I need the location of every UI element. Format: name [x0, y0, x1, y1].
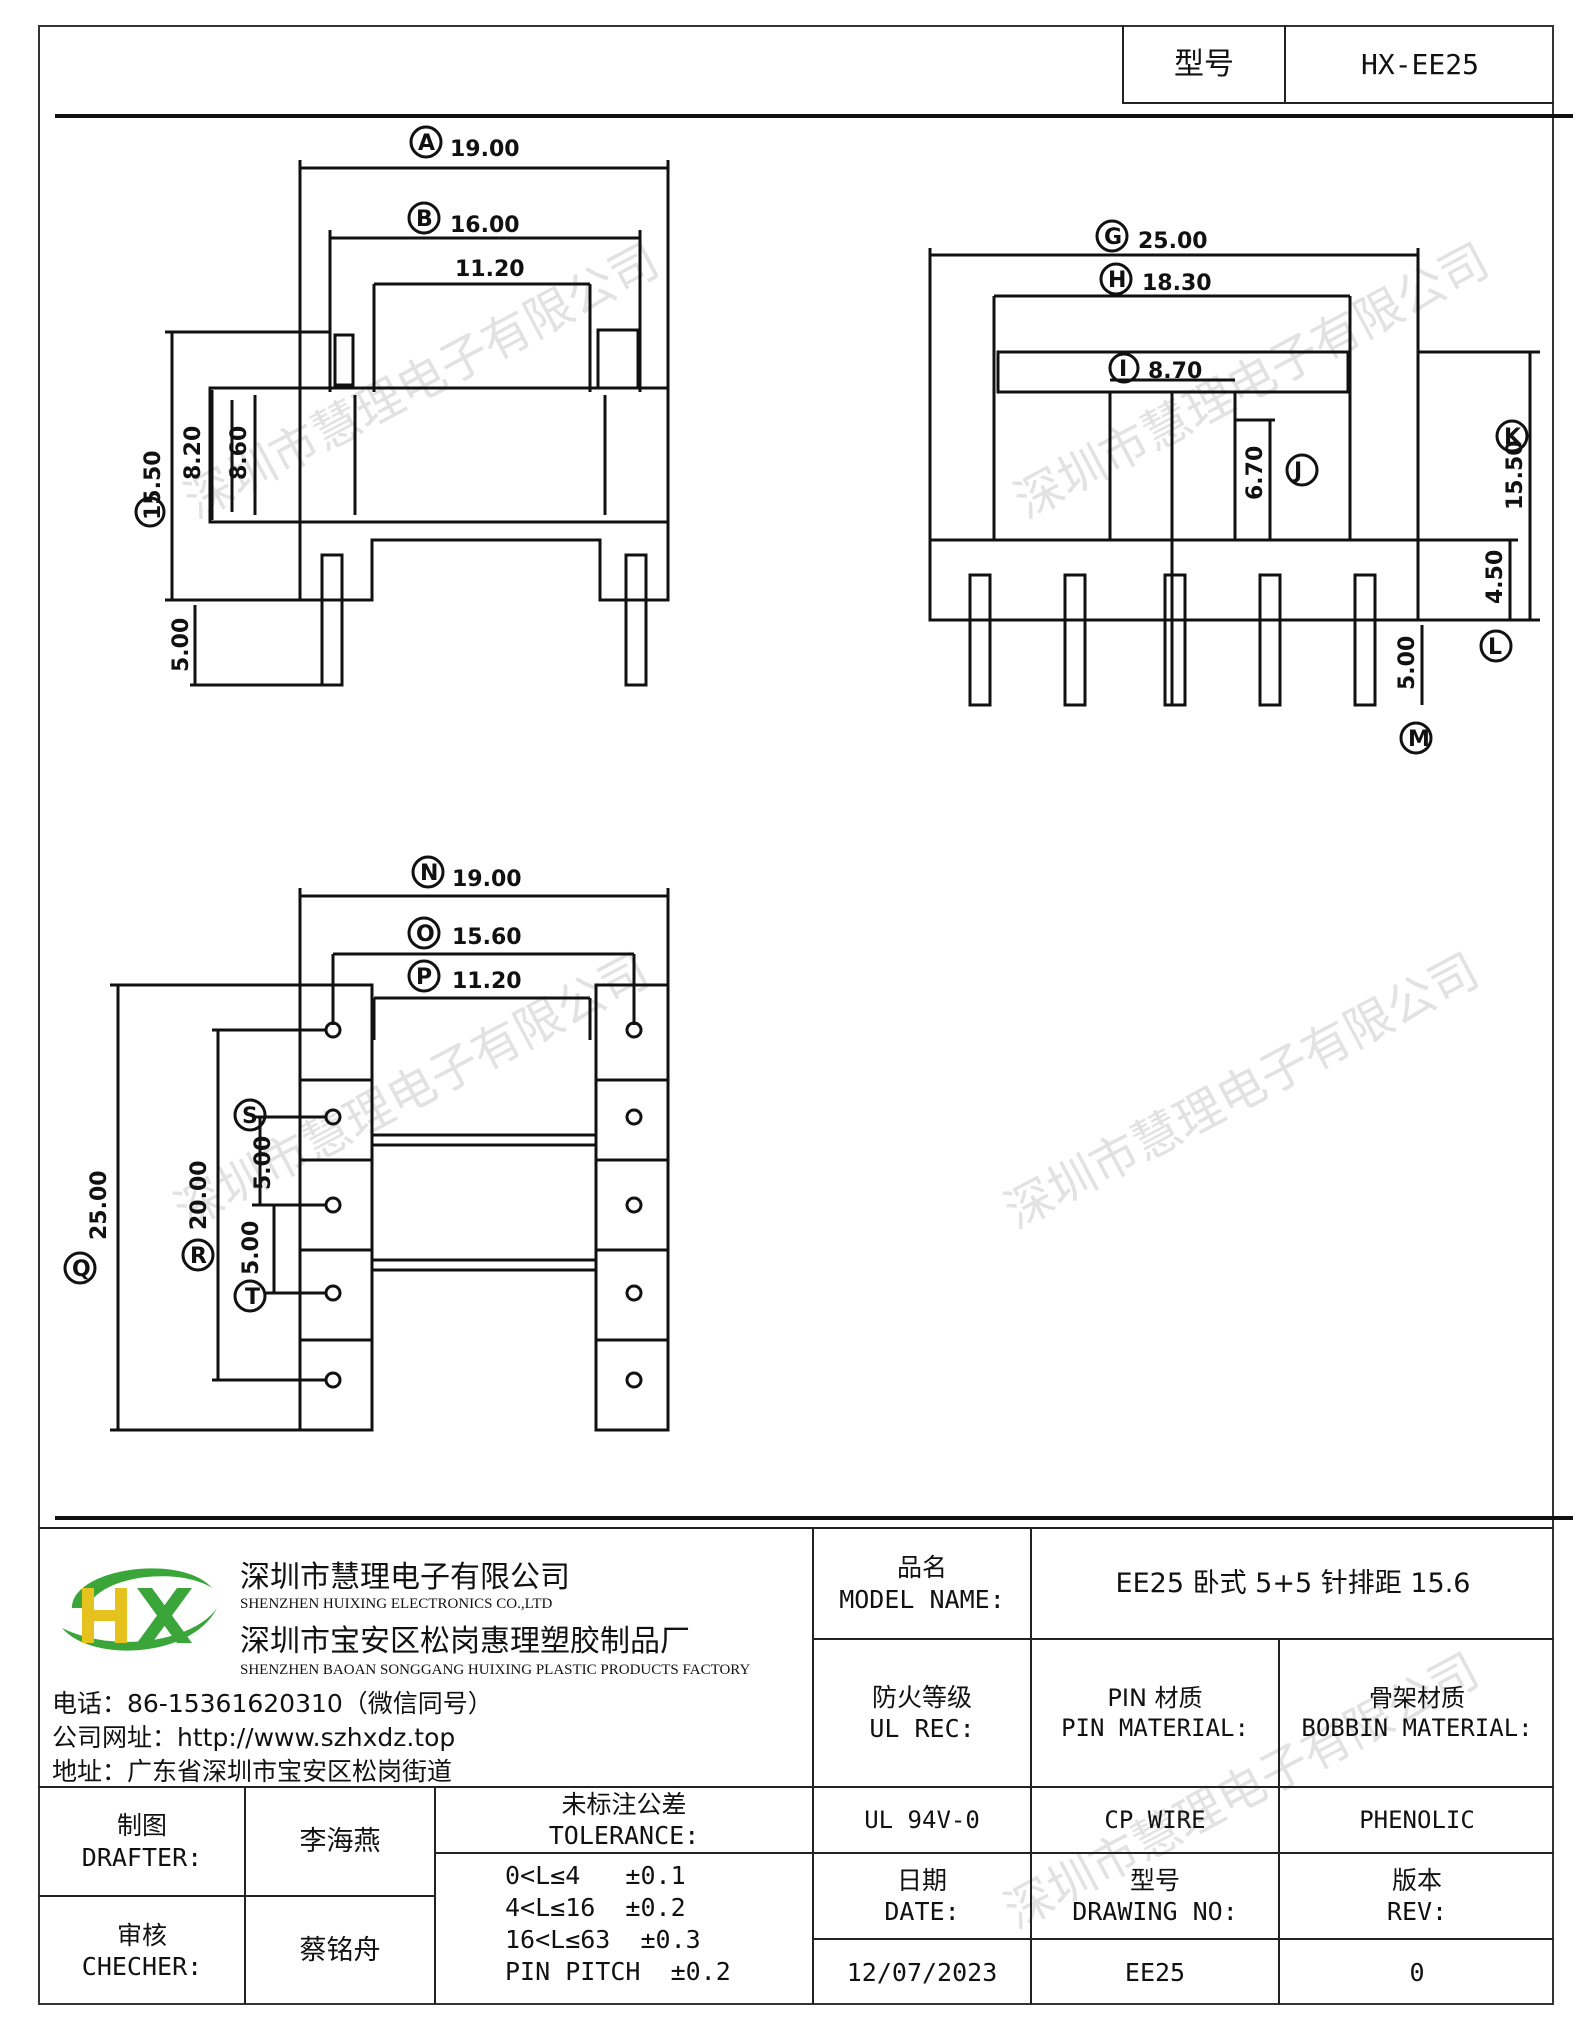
header-model-label: 型号	[1174, 46, 1234, 82]
company-logo	[52, 1548, 222, 1668]
label-H: H	[1108, 268, 1126, 293]
drafter-label-en: DRAFTER:	[81, 1842, 203, 1872]
date-value: 12/07/2023	[846, 1957, 998, 1987]
tolerance-label-cn: 未标注公差	[561, 1789, 687, 1819]
rev-label-en: REV:	[1386, 1897, 1448, 1926]
header-divider	[1122, 102, 1554, 104]
dim-B: 16.00	[450, 213, 520, 238]
dim-S: 5.00	[251, 1136, 276, 1190]
ul-value: UL 94V-0	[864, 1806, 980, 1834]
dim-I: 8.70	[1148, 359, 1202, 384]
drawing-no-label-cn: 型号	[1129, 1865, 1180, 1895]
label-A: A	[418, 131, 435, 156]
dim-pin: 5.00	[169, 618, 194, 672]
date-label-en: DATE:	[884, 1897, 960, 1926]
dim-J: 6.70	[1243, 446, 1268, 500]
factory-name-en: SHENZHEN BAOAN SONGGANG HUIXING PLASTIC …	[240, 1662, 751, 1678]
dim-O: 15.60	[452, 925, 522, 950]
bottom-rule	[55, 1516, 1573, 1520]
header-divider	[1122, 25, 1124, 103]
dim-N: 19.00	[452, 867, 522, 892]
label-R: R	[190, 1244, 207, 1269]
dim-M: 5.00	[1395, 636, 1420, 690]
checker-label-en: CHECHER:	[81, 1952, 203, 1981]
label-N: N	[420, 861, 438, 886]
label-B: B	[416, 207, 433, 232]
header-divider	[1284, 25, 1286, 103]
label-T: T	[245, 1285, 260, 1310]
rev-label-cn: 版本	[1391, 1865, 1442, 1895]
tolerance-list: 0<L≤4 ±0.1 4<L≤16 ±0.2 16<L≤63 ±0.3 PIN …	[505, 1860, 731, 1988]
label-O: O	[416, 922, 435, 947]
company-name-cn: 深圳市慧理电子有限公司	[240, 1560, 570, 1595]
bobbin-material-label-en: BOBBIN MATERIAL:	[1301, 1714, 1533, 1742]
bobbin-material-label-cn: 骨架材质	[1369, 1684, 1465, 1712]
dim-G: 25.00	[1138, 229, 1208, 254]
model-name-label-cn: 品名	[896, 1553, 947, 1583]
dim-R: 20.00	[187, 1160, 212, 1230]
company-phone: 电话：86-15361620310（微信同号）	[52, 1689, 493, 1718]
drafter-label-cn: 制图	[116, 1811, 167, 1841]
label-Q: Q	[72, 1257, 91, 1282]
drawing-no-label-en: DRAWING NO:	[1072, 1897, 1238, 1926]
dim-E: 8.60	[227, 426, 252, 480]
pin-material-value: CP WIRE	[1104, 1806, 1206, 1834]
ul-label-cn: 防火等级	[871, 1682, 972, 1712]
pin-material-label-cn: PIN 材质	[1107, 1684, 1203, 1712]
header-model-value: HX-EE25	[1360, 48, 1479, 81]
dim-D: 8.20	[181, 426, 206, 480]
date-label-cn: 日期	[896, 1865, 947, 1895]
top-rule	[55, 114, 1573, 118]
factory-name-cn: 深圳市宝安区松岗惠理塑胶制品厂	[240, 1624, 690, 1659]
checker-name: 蔡铭舟	[299, 1935, 381, 1967]
label-S: S	[242, 1104, 258, 1129]
dim-C: 15.50	[141, 450, 166, 520]
tolerance-row: 4<L≤16 ±0.2	[505, 1893, 686, 1922]
dim-inner: 11.20	[455, 257, 525, 282]
tolerance-row: 0<L≤4 ±0.1	[505, 1861, 686, 1890]
model-name-label-en: MODEL NAME:	[839, 1584, 1005, 1614]
tolerance-label-en: TOLERANCE:	[548, 1821, 700, 1850]
checker-label-cn: 审核	[116, 1920, 167, 1950]
dim-Q: 25.00	[87, 1170, 112, 1240]
company-website[interactable]: 公司网址：http://www.szhxdz.top	[52, 1723, 456, 1752]
label-L: L	[1488, 635, 1502, 660]
dim-P: 11.20	[452, 969, 522, 994]
tolerance-row: 16<L≤63 ±0.3	[505, 1925, 701, 1954]
label-I: I	[1119, 357, 1127, 382]
dim-A: 19.00	[450, 137, 520, 162]
drawing-frame	[38, 25, 1554, 2005]
label-G: G	[1104, 225, 1122, 250]
label-K: K	[1504, 425, 1522, 450]
dim-H: 18.30	[1142, 271, 1212, 296]
drawing-no-value: EE25	[1124, 1957, 1186, 1987]
company-address: 地址：广东省深圳市宝安区松岗街道	[52, 1757, 453, 1786]
ul-label-en: UL REC:	[869, 1714, 975, 1743]
tolerance-row: PIN PITCH ±0.2	[505, 1957, 731, 1986]
rev-value: 0	[1409, 1957, 1425, 1987]
label-P: P	[416, 965, 432, 990]
drafter-name: 李海燕	[299, 1825, 381, 1857]
pin-material-label-en: PIN MATERIAL:	[1061, 1714, 1249, 1742]
company-name-en: SHENZHEN HUIXING ELECTRONICS CO.,LTD	[240, 1596, 553, 1612]
label-J: J	[1292, 459, 1302, 484]
dim-L: 4.50	[1483, 550, 1508, 604]
bobbin-material-value: PHENOLIC	[1359, 1806, 1475, 1834]
model-name-value: EE25 卧式 5+5 针排距 15.6	[1115, 1567, 1471, 1599]
dim-T: 5.00	[239, 1221, 264, 1275]
label-M: M	[1408, 727, 1430, 752]
